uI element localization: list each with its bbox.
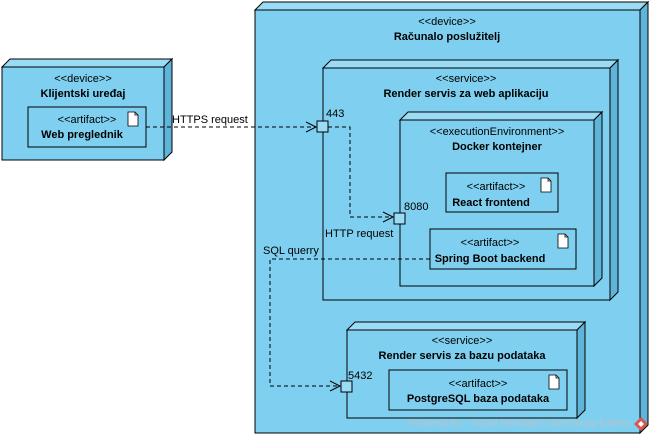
postgres-name: PostgreSQL baza podataka [407, 393, 550, 405]
react-name: React frontend [452, 197, 530, 209]
artifact-react[interactable]: <<artifact>> React frontend [445, 172, 559, 213]
https-label: HTTPS request [172, 114, 248, 126]
server-stereotype: <<device>> [418, 16, 476, 28]
browser-stereotype: <<artifact>> [58, 114, 117, 126]
db-service-name: Render servis za bazu podataka [379, 350, 547, 362]
spring-name: Spring Boot backend [435, 253, 546, 265]
port-8080-label: 8080 [404, 201, 428, 213]
docker-name: Docker kontejner [452, 141, 543, 153]
document-icon [127, 111, 139, 127]
connector-sql[interactable]: SQL querry [263, 245, 430, 392]
artifact-spring[interactable]: <<artifact>> Spring Boot backend [429, 228, 577, 270]
spring-stereotype: <<artifact>> [461, 237, 520, 249]
artifact-postgres[interactable]: <<artifact>> PostgreSQL baza podataka [388, 369, 568, 411]
server-name: Računalo poslužitelj [394, 31, 500, 43]
browser-name: Web preglednik [41, 129, 124, 141]
artifact-browser[interactable]: <<artifact>> Web preglednik [27, 106, 147, 148]
document-icon [548, 374, 560, 390]
document-icon [557, 233, 569, 249]
docker-stereotype: <<executionEnvironment>> [430, 126, 565, 138]
sql-label: SQL querry [263, 245, 319, 257]
http-label: HTTP request [325, 228, 393, 240]
db-service-stereotype: <<service>> [432, 335, 493, 347]
client-stereotype: <<device>> [54, 73, 112, 85]
react-stereotype: <<artifact>> [467, 181, 526, 193]
client-name: Klijentski uređaj [41, 88, 126, 100]
watermark-text: Powered By : Visual Paradigm Community E… [408, 418, 630, 429]
connector-https[interactable]: HTTPS request [146, 114, 318, 133]
visual-paradigm-logo-icon [634, 417, 648, 431]
port-8080[interactable]: 8080 [393, 201, 428, 225]
port-5432-label: 5432 [348, 370, 372, 382]
port-5432[interactable]: 5432 [340, 370, 372, 393]
web-service-stereotype: <<service>> [436, 73, 497, 85]
port-443-label: 443 [326, 108, 344, 120]
document-icon [540, 177, 552, 193]
connector-http[interactable]: HTTP request [325, 126, 395, 240]
web-service-name: Render servis za web aplikaciju [383, 88, 548, 100]
postgres-stereotype: <<artifact>> [449, 378, 508, 390]
